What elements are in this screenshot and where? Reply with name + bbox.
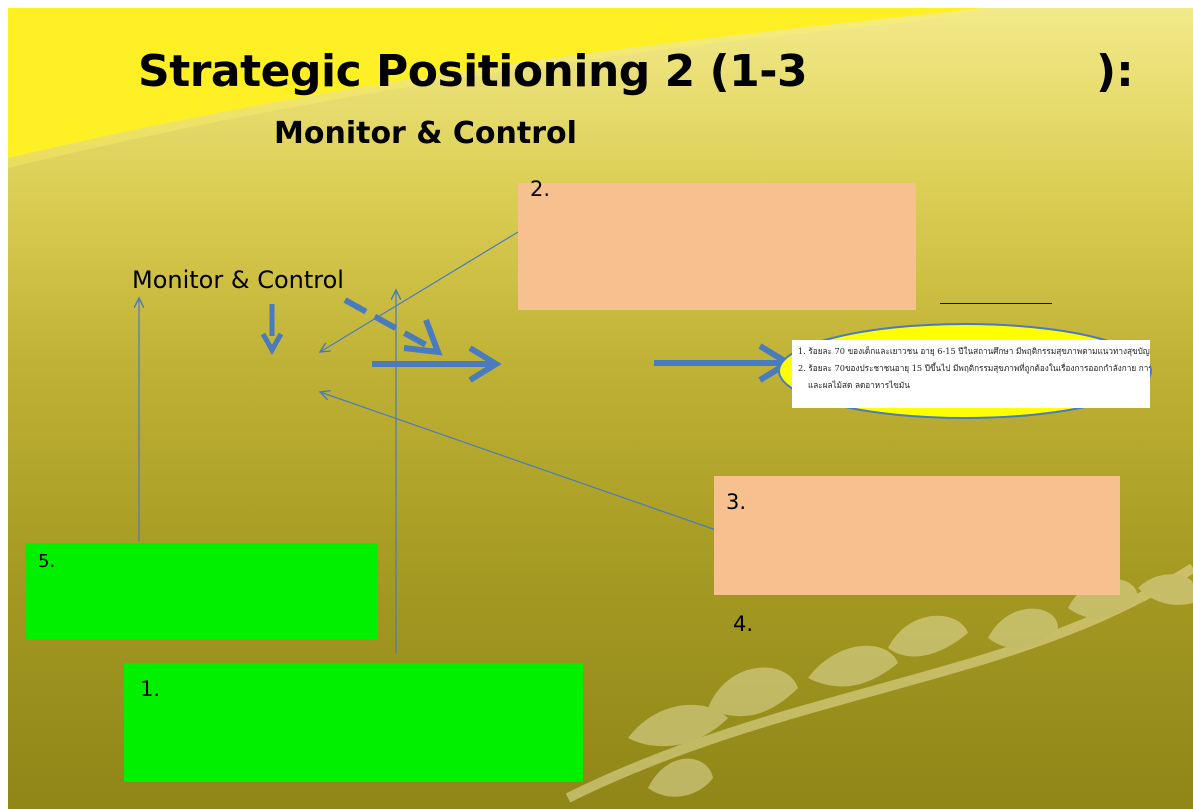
- header-swoosh-highlight: [8, 8, 988, 168]
- box-5: 5.: [26, 543, 378, 640]
- goal-line-2: 2. ร้อยละ 70ของประชาชนอายุ 15 ปีขึ้นไป ม…: [798, 363, 1150, 373]
- dashed-arrow: [343, 297, 443, 356]
- goal-line-1: 1. ร้อยละ 70 ของเด็กและเยาวชน อายุ 6-15 …: [798, 346, 1150, 356]
- underline-rule: [940, 303, 1052, 304]
- arrow-box3-to-center: [320, 392, 717, 531]
- vine-decoration: [565, 563, 1193, 803]
- slide-title-close: ):: [1096, 46, 1134, 97]
- down-arrow: [260, 304, 284, 356]
- box-1: 1.: [124, 663, 583, 782]
- right-arrow-to-goal: [654, 343, 794, 383]
- slide: Strategic Positioning 2 (1-3 ): Monitor …: [8, 8, 1193, 809]
- monitor-control-label: Monitor & Control: [132, 266, 344, 294]
- box-3: 3.: [714, 476, 1120, 595]
- slide-title: Strategic Positioning 2 (1-3: [138, 46, 808, 97]
- header-swoosh: [8, 8, 983, 158]
- slide-subtitle: Monitor & Control: [274, 116, 577, 151]
- box-5-number: 5.: [38, 551, 56, 572]
- box-4-number: 4.: [733, 612, 754, 636]
- goal-line-3: และผลไม้สด ลดอาหารไขมัน: [808, 380, 910, 390]
- goal-text-block: 1. ร้อยละ 70 ของเด็กและเยาวชน อายุ 6-15 …: [792, 340, 1150, 408]
- right-arrow-middle: [372, 345, 502, 383]
- arrow-box2-to-center: [320, 231, 519, 352]
- box-1-number: 1.: [140, 677, 161, 701]
- box-2-number: 2.: [530, 177, 551, 201]
- box-2: 2.: [518, 177, 916, 310]
- box-3-number: 3.: [726, 490, 747, 514]
